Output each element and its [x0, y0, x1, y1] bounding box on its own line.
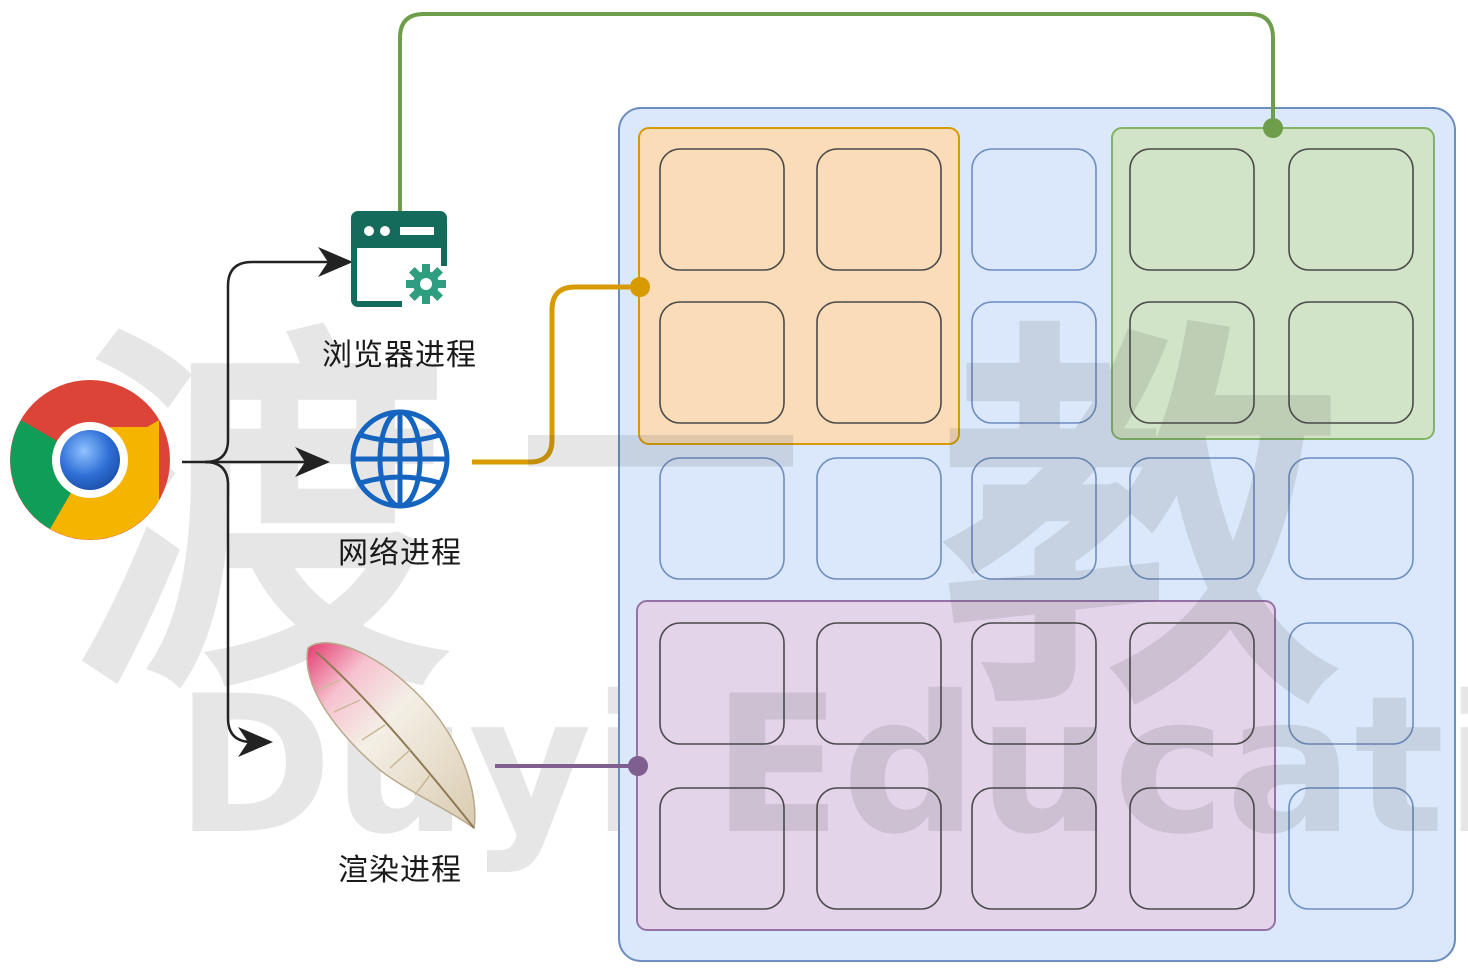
memory-cell	[816, 787, 942, 910]
network-process-link	[472, 284, 640, 465]
feather-quill-icon	[306, 642, 476, 830]
browser-process-link	[398, 12, 1275, 212]
render-process-region	[636, 600, 1276, 931]
memory-cell	[1288, 787, 1414, 910]
memory-cell	[1288, 148, 1414, 271]
spawn-arrows	[182, 247, 353, 757]
render-link-dot	[628, 756, 648, 776]
globe-icon	[350, 409, 450, 509]
memory-cell	[816, 622, 942, 745]
memory-cell	[1129, 301, 1255, 424]
browser-process-region	[1111, 127, 1435, 440]
memory-cell	[1129, 787, 1255, 910]
memory-cell	[971, 622, 1097, 745]
memory-cell	[659, 457, 785, 580]
browser-process-label: 浏览器进程	[322, 338, 477, 373]
memory-cell	[659, 301, 785, 424]
network-link-dot	[630, 277, 650, 297]
memory-cell	[1288, 301, 1414, 424]
memory-cell	[1288, 622, 1414, 745]
memory-cell	[971, 457, 1097, 580]
memory-cell	[659, 148, 785, 271]
memory-cell	[971, 301, 1097, 424]
memory-cells	[659, 148, 1414, 910]
memory-cell	[971, 148, 1097, 271]
network-process-label: 网络进程	[338, 536, 462, 571]
memory-cell	[816, 457, 942, 580]
memory-cell	[659, 622, 785, 745]
memory-cell	[816, 148, 942, 271]
memory-cell	[816, 301, 942, 424]
memory-cell	[971, 787, 1097, 910]
network-process-region	[638, 127, 960, 445]
memory-cell	[659, 787, 785, 910]
render-process-label: 渲染进程	[338, 853, 462, 888]
chrome-logo-icon	[10, 380, 170, 540]
memory-cell	[1129, 457, 1255, 580]
memory-cell	[1288, 457, 1414, 580]
browser-link-dot	[1263, 118, 1283, 138]
memory-cell	[1129, 148, 1255, 271]
browser-window-gear-icon	[351, 211, 448, 312]
memory-cell	[1129, 622, 1255, 745]
